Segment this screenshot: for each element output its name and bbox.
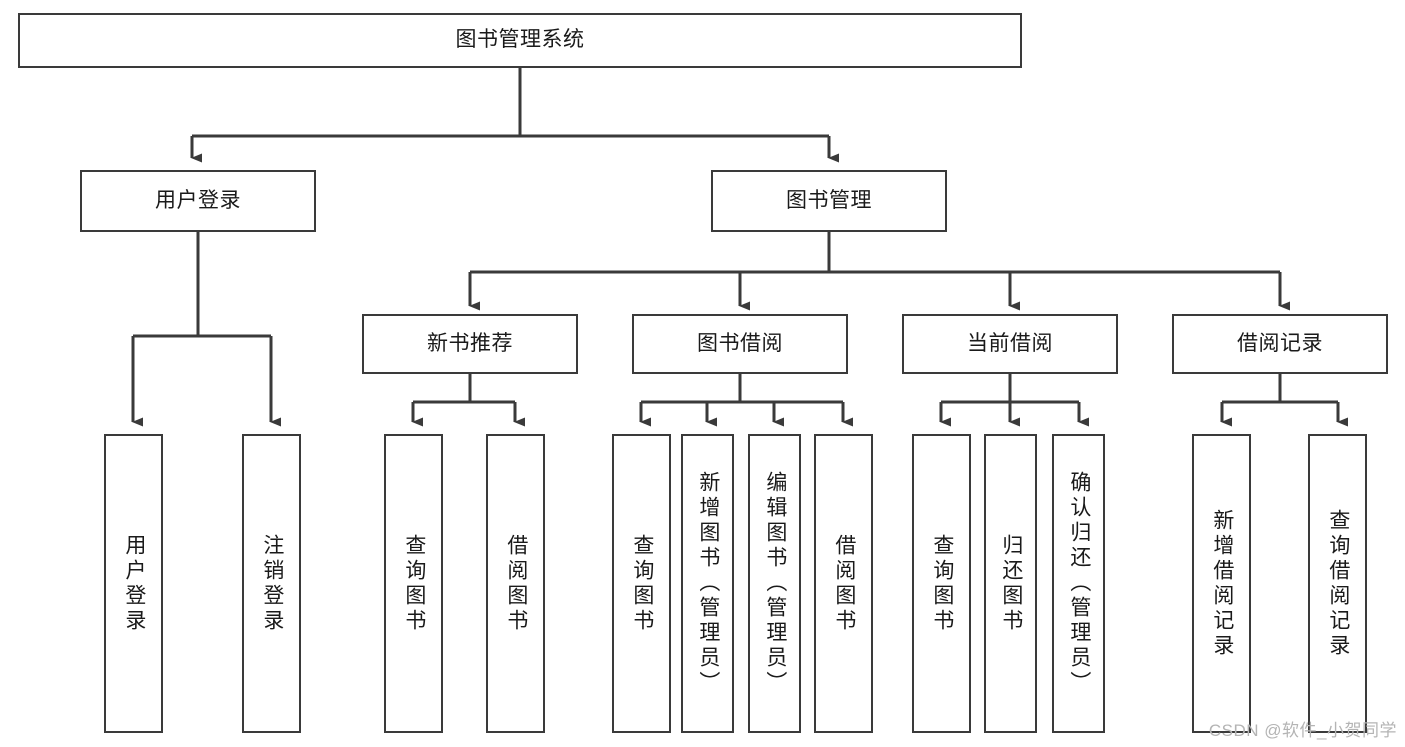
leaf-current-borrow-2-label: 归还图书 <box>999 533 1023 634</box>
leaf-user-login-1-label: 用户登录 <box>122 533 146 634</box>
node-borrow-record-label: 借阅记录 <box>1237 331 1323 355</box>
node-book-borrow-label: 图书借阅 <box>697 331 783 355</box>
csdn-watermark: CSDN @软件_小贺同学 <box>1208 721 1397 740</box>
leaf-book-borrow-2-label: 新增图书（管理员） <box>696 471 720 696</box>
leaf-user-login-1[interactable]: 用户登录 <box>104 434 163 733</box>
leaf-book-borrow-3[interactable]: 编辑图书（管理员） <box>748 434 801 733</box>
leaf-current-borrow-1-label: 查询图书 <box>930 533 954 634</box>
leaf-borrow-record-2[interactable]: 查询借阅记录 <box>1308 434 1367 733</box>
leaf-current-borrow-1[interactable]: 查询图书 <box>912 434 971 733</box>
leaf-new-book-1-label: 查询图书 <box>402 533 426 634</box>
leaf-borrow-record-2-label: 查询借阅记录 <box>1326 508 1350 659</box>
leaf-book-borrow-1[interactable]: 查询图书 <box>612 434 671 733</box>
node-user-login[interactable]: 用户登录 <box>80 170 316 232</box>
node-book-management-label: 图书管理 <box>786 188 872 212</box>
node-user-login-label: 用户登录 <box>155 188 241 212</box>
leaf-book-borrow-2[interactable]: 新增图书（管理员） <box>681 434 734 733</box>
leaf-book-borrow-1-label: 查询图书 <box>630 533 654 634</box>
node-new-book-recommend-label: 新书推荐 <box>427 331 513 355</box>
leaf-current-borrow-3-label: 确认归还（管理员） <box>1067 471 1091 696</box>
leaf-new-book-2-label: 借阅图书 <box>504 533 528 634</box>
node-borrow-record[interactable]: 借阅记录 <box>1172 314 1388 374</box>
leaf-user-login-2-label: 注销登录 <box>260 533 284 634</box>
leaf-new-book-1[interactable]: 查询图书 <box>384 434 443 733</box>
leaf-user-login-2[interactable]: 注销登录 <box>242 434 301 733</box>
leaf-book-borrow-4-label: 借阅图书 <box>832 533 856 634</box>
leaf-borrow-record-1-label: 新增借阅记录 <box>1210 508 1234 659</box>
node-current-borrow-label: 当前借阅 <box>967 331 1053 355</box>
node-new-book-recommend[interactable]: 新书推荐 <box>362 314 578 374</box>
node-book-borrow[interactable]: 图书借阅 <box>632 314 848 374</box>
leaf-borrow-record-1[interactable]: 新增借阅记录 <box>1192 434 1251 733</box>
leaf-current-borrow-2[interactable]: 归还图书 <box>984 434 1037 733</box>
node-current-borrow[interactable]: 当前借阅 <box>902 314 1118 374</box>
leaf-book-borrow-3-label: 编辑图书（管理员） <box>763 471 787 696</box>
leaf-current-borrow-3[interactable]: 确认归还（管理员） <box>1052 434 1105 733</box>
node-book-management[interactable]: 图书管理 <box>711 170 947 232</box>
leaf-book-borrow-4[interactable]: 借阅图书 <box>814 434 873 733</box>
node-root-system[interactable]: 图书管理系统 <box>18 13 1022 68</box>
leaf-new-book-2[interactable]: 借阅图书 <box>486 434 545 733</box>
node-root-system-label: 图书管理系统 <box>455 28 585 52</box>
